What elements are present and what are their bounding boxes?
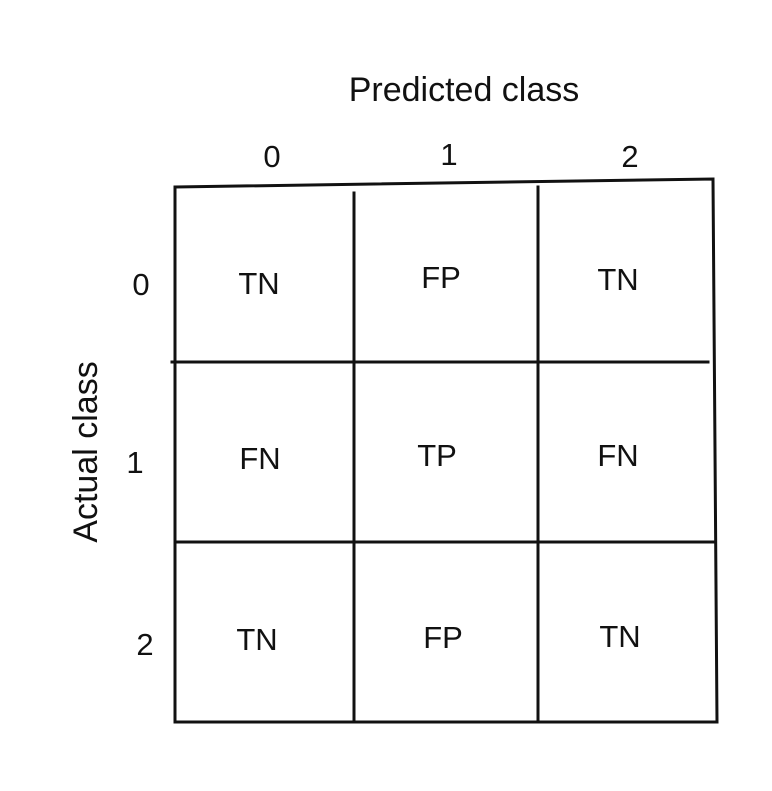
cell-0-1: FP: [421, 260, 461, 295]
predicted-label-0: 0: [263, 139, 280, 174]
cell-2-0: TN: [236, 622, 277, 657]
predicted-class-title: Predicted class: [349, 71, 580, 109]
actual-label-0: 0: [132, 267, 149, 302]
cell-2-2: TN: [599, 619, 640, 654]
actual-label-2: 2: [136, 627, 153, 662]
cell-0-0: TN: [238, 266, 279, 301]
cell-0-2: TN: [597, 262, 638, 297]
cell-1-1: TP: [417, 438, 457, 473]
cell-1-2: FN: [597, 438, 638, 473]
matrix-border: [173, 177, 719, 724]
actual-class-title: Actual class: [67, 361, 105, 542]
predicted-label-1: 1: [440, 137, 457, 172]
actual-label-1: 1: [126, 445, 143, 480]
cell-1-0: FN: [239, 441, 280, 476]
cell-2-1: FP: [423, 620, 463, 655]
matrix-grid: [170, 177, 719, 724]
predicted-label-2: 2: [621, 139, 638, 174]
